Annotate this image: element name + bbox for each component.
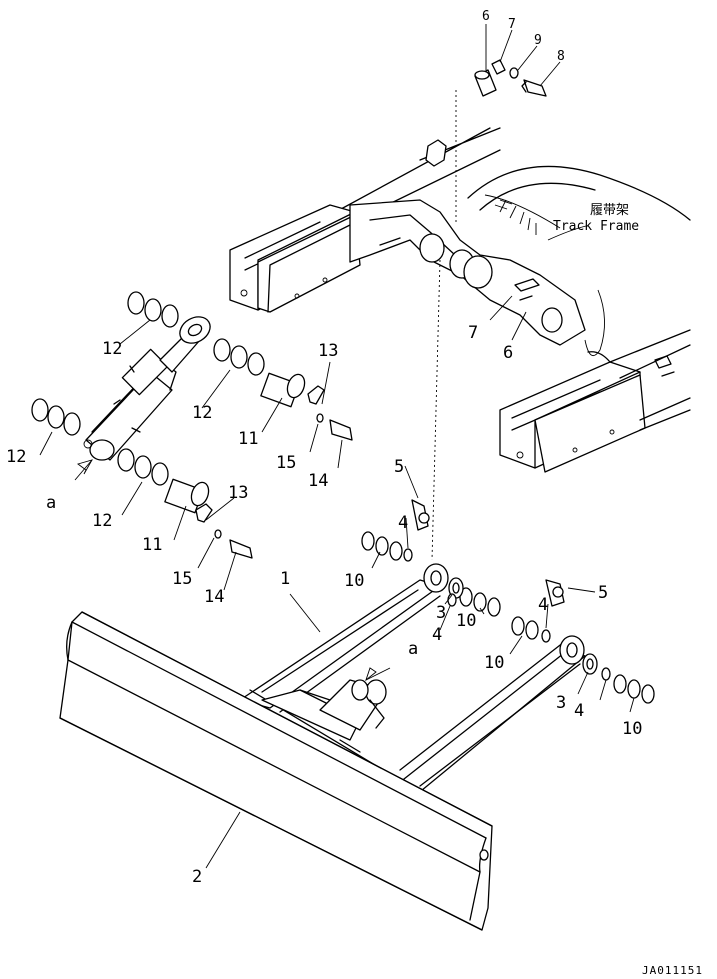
pin-assembly-top [431, 59, 547, 561]
drawing-code: JA011151 [642, 964, 703, 977]
callout-12-upper: 12 [102, 339, 122, 359]
shim-group-left [31, 398, 81, 436]
callout-10-left: 10 [344, 571, 364, 591]
pin-11-lower [164, 478, 253, 559]
callout-11-lower: 11 [142, 535, 162, 555]
callout-7-top: 7 [508, 17, 516, 32]
shim-group-mid [213, 338, 265, 376]
blade-cylinder [83, 316, 211, 461]
shim-group-lower [117, 448, 169, 486]
grease-fitting-left [403, 499, 430, 562]
callout-4-fitting-right: 4 [538, 595, 548, 615]
callout-11-upper: 11 [238, 429, 258, 449]
callout-5-right: 5 [598, 583, 608, 603]
bushing-3-left [448, 577, 464, 599]
track-frame [229, 127, 691, 473]
bushing-3-right [582, 653, 598, 675]
callout-6-top: 6 [482, 9, 490, 24]
callout-7-frame: 7 [468, 323, 478, 343]
blade-frame [239, 563, 586, 801]
callout-3-left: 3 [436, 603, 446, 623]
callout-1: 1 [280, 569, 290, 589]
callout-labels: 6 7 9 8 7 6 12 12 12 12 13 11 15 14 13 1… [6, 9, 642, 887]
callout-15-upper: 15 [276, 453, 296, 473]
shim-group-10b [459, 587, 501, 617]
dozer-blade [59, 611, 493, 931]
shim-group-10c [511, 616, 539, 640]
callout-3-right: 3 [556, 693, 566, 713]
shim-group-upper [127, 291, 179, 328]
callout-6-frame: 6 [503, 343, 513, 363]
grease-fitting-right [541, 579, 565, 643]
track-frame-label-cn: 履带架 [590, 203, 629, 218]
callout-10-right-upper: 10 [484, 653, 504, 673]
callout-14-lower: 14 [204, 587, 224, 607]
ref-a-frame: a [408, 639, 418, 659]
callout-9: 9 [534, 33, 542, 48]
callout-10-right-lower: 10 [622, 719, 642, 739]
pin-11-upper [260, 372, 353, 441]
callout-13-upper: 13 [318, 341, 338, 361]
callout-14-upper: 14 [308, 471, 328, 491]
callout-4-bushing-right: 4 [574, 701, 584, 721]
shim-set-12 [31, 291, 265, 486]
callout-8: 8 [557, 49, 565, 64]
callout-13-lower: 13 [228, 483, 248, 503]
callout-4-bushing-left: 4 [432, 625, 442, 645]
ref-a-cylinder: a [46, 493, 56, 513]
callout-15-lower: 15 [172, 569, 192, 589]
shim-group-10a [361, 531, 403, 561]
callout-10-center: 10 [456, 611, 476, 631]
callout-12-left: 12 [6, 447, 26, 467]
callout-2: 2 [192, 867, 202, 887]
callout-12-lower: 12 [92, 511, 112, 531]
leader-lines [39, 24, 635, 869]
callout-4-fitting-left: 4 [398, 513, 408, 533]
callout-5-left: 5 [394, 457, 404, 477]
track-frame-label-en: Track Frame [553, 219, 639, 234]
callout-12-mid: 12 [192, 403, 212, 423]
